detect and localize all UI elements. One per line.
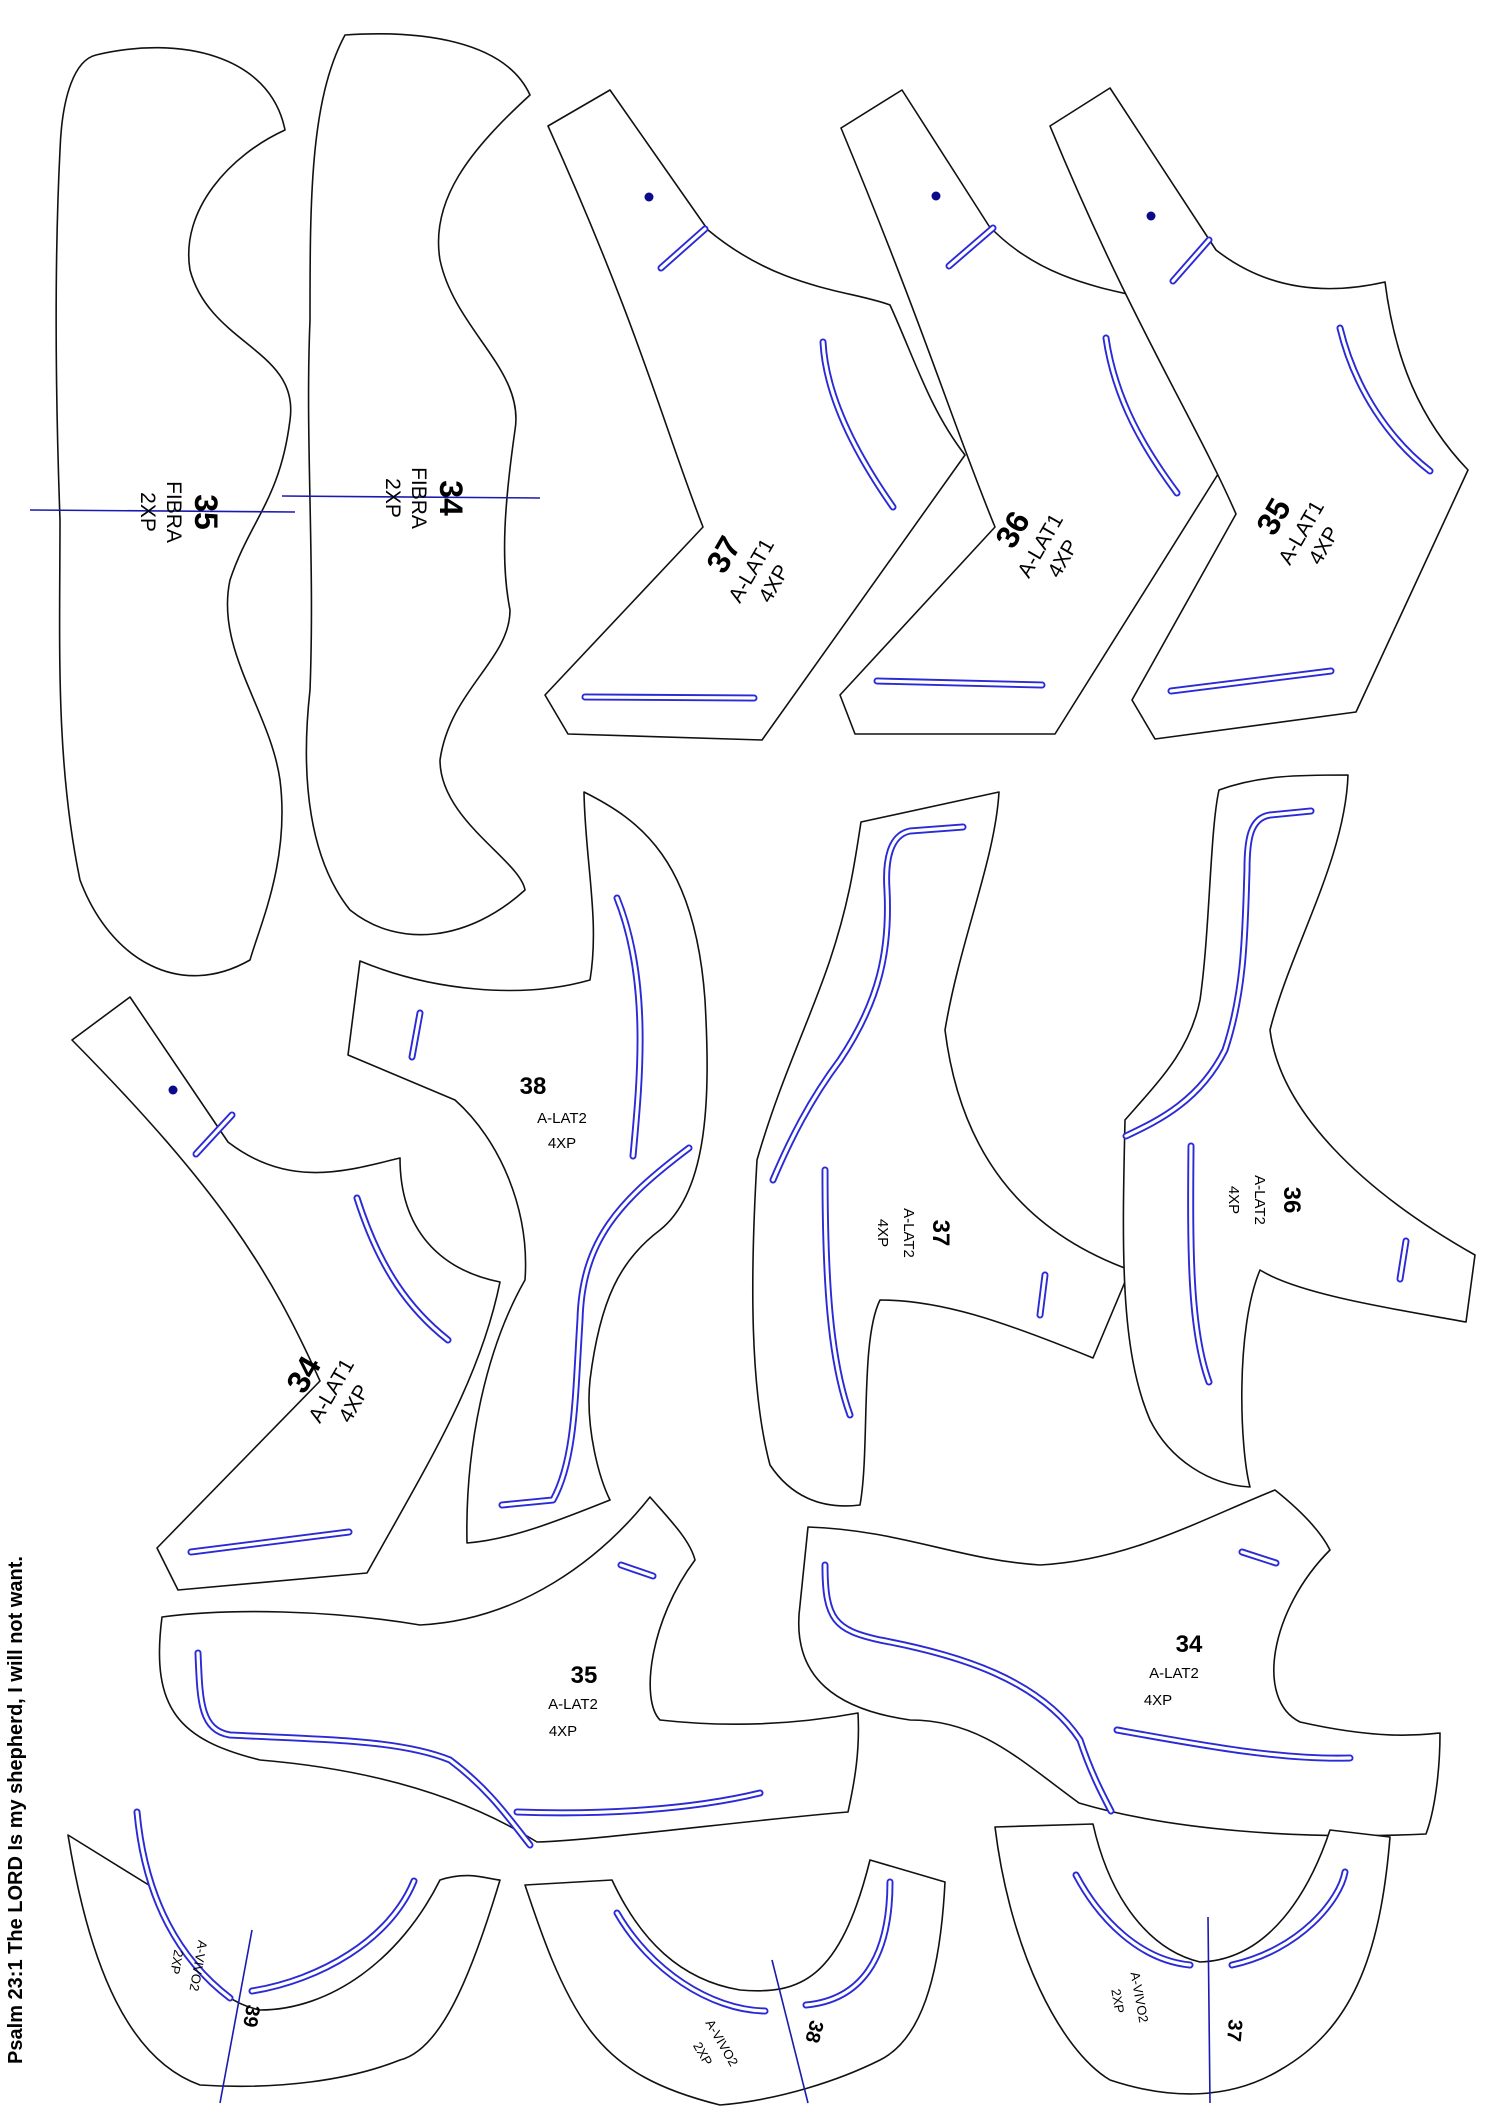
piece-quantity: 4XP — [874, 1219, 891, 1247]
notch-dot — [644, 192, 654, 202]
slot — [192, 1111, 236, 1158]
notch-dot — [1146, 211, 1156, 221]
piece-number: 37 — [1222, 2018, 1246, 2042]
piece-quantity: 2XP — [167, 1949, 186, 1976]
piece-number: 37 — [927, 1220, 954, 1247]
slot — [1228, 1868, 1349, 1969]
pattern-piece-lat1-34[interactable]: 34 A-LAT1 4XP — [71, 996, 501, 1591]
piece-number: 34 — [433, 480, 469, 516]
slot — [1122, 807, 1315, 1140]
slot — [617, 1561, 657, 1580]
piece-number: 36 — [1278, 1187, 1305, 1214]
slot — [1113, 1726, 1354, 1762]
slot — [513, 1789, 764, 1817]
piece-quantity: 2XP — [381, 478, 404, 518]
slot — [248, 1877, 418, 1995]
piece-name: A-LAT2 — [548, 1696, 598, 1713]
pattern-piece-vivo2-39[interactable]: 39 A-VIVO2 2XP — [67, 1808, 501, 2104]
slot — [1167, 667, 1335, 695]
slot — [821, 1561, 1115, 1815]
piece-name: FIBRA — [407, 467, 430, 529]
piece-number: 34 — [1176, 1631, 1203, 1658]
slot — [613, 894, 644, 1160]
pattern-piece-lat2-38[interactable]: 38 A-LAT2 4XP — [347, 791, 708, 1544]
pattern-piece-lat2-36[interactable]: 36 A-LAT2 4XP — [1122, 774, 1476, 1488]
slot — [581, 693, 758, 702]
piece-name: A-LAT2 — [1149, 1665, 1199, 1682]
piece-name: A-LAT2 — [1251, 1175, 1268, 1225]
piece-number: 39 — [238, 2003, 264, 2029]
piece-quantity: 4XP — [1144, 1692, 1172, 1709]
piece-number: 35 — [571, 1662, 598, 1689]
slot — [133, 1808, 234, 2002]
pattern-piece-lat2-37[interactable]: 37 A-LAT2 4XP — [751, 791, 1131, 1507]
slot — [657, 225, 709, 272]
footer-verse: Psalm 23:1 The LORD Is my shepherd, I wi… — [5, 1556, 27, 2064]
grainline — [1207, 1916, 1211, 2104]
pattern-piece-lat1-36[interactable]: 36 A-LAT1 4XP — [839, 89, 1231, 735]
piece-name: A-LAT2 — [537, 1110, 587, 1127]
piece-quantity: 2XP — [1108, 1988, 1127, 2015]
slot — [945, 224, 997, 270]
slot — [1036, 1271, 1049, 1319]
piece-quantity: 4XP — [549, 1723, 577, 1740]
slot — [1336, 324, 1434, 475]
piece-number: 38 — [520, 1073, 547, 1100]
pattern-piece-vivo2-38[interactable]: 38 A-VIVO2 2XP — [524, 1859, 946, 2106]
slot — [1187, 1142, 1213, 1386]
grainline — [281, 495, 541, 499]
slot — [819, 338, 897, 511]
slot — [769, 823, 967, 1184]
piece-quantity: 2XP — [136, 492, 159, 532]
grainline — [29, 509, 296, 513]
piece-quantity: 4XP — [1225, 1186, 1242, 1214]
notch-dot — [168, 1085, 178, 1095]
slot — [802, 1878, 894, 2009]
grainline — [219, 1929, 253, 2104]
slot — [408, 1009, 424, 1061]
slot — [1169, 236, 1213, 285]
slot — [498, 1144, 693, 1509]
pattern-piece-lat1-35[interactable]: 35 A-LAT1 4XP — [1049, 87, 1469, 740]
piece-name: FIBRA — [162, 481, 185, 543]
slot — [873, 677, 1046, 689]
pattern-piece-lat2-34[interactable]: 34 A-LAT2 4XP — [797, 1489, 1441, 1837]
pattern-piece-vivo2-37[interactable]: 37 A-VIVO2 2XP — [994, 1823, 1391, 2104]
grainline — [771, 1959, 809, 2104]
piece-name: A-LAT2 — [900, 1208, 917, 1258]
piece-number: 35 — [188, 494, 224, 530]
slot — [1396, 1237, 1410, 1283]
pattern-piece-fibra-35[interactable]: 35 FIBRA 2XP — [29, 46, 296, 977]
pattern-piece-fibra-34[interactable]: 34 FIBRA 2XP — [281, 33, 541, 936]
slot — [187, 1528, 353, 1556]
slot — [1102, 334, 1181, 497]
slot — [353, 1194, 452, 1344]
slot — [1072, 1871, 1194, 1969]
pattern-piece-lat2-35[interactable]: 35 A-LAT2 4XP — [158, 1496, 860, 1849]
slot — [1238, 1548, 1280, 1567]
slot — [194, 1649, 534, 1849]
notch-dot — [931, 191, 941, 201]
slot — [613, 1909, 769, 2015]
slot — [821, 1166, 854, 1419]
piece-quantity: 4XP — [548, 1135, 576, 1152]
pattern-piece-lat1-37[interactable]: 37 A-LAT1 4XP — [544, 89, 966, 741]
